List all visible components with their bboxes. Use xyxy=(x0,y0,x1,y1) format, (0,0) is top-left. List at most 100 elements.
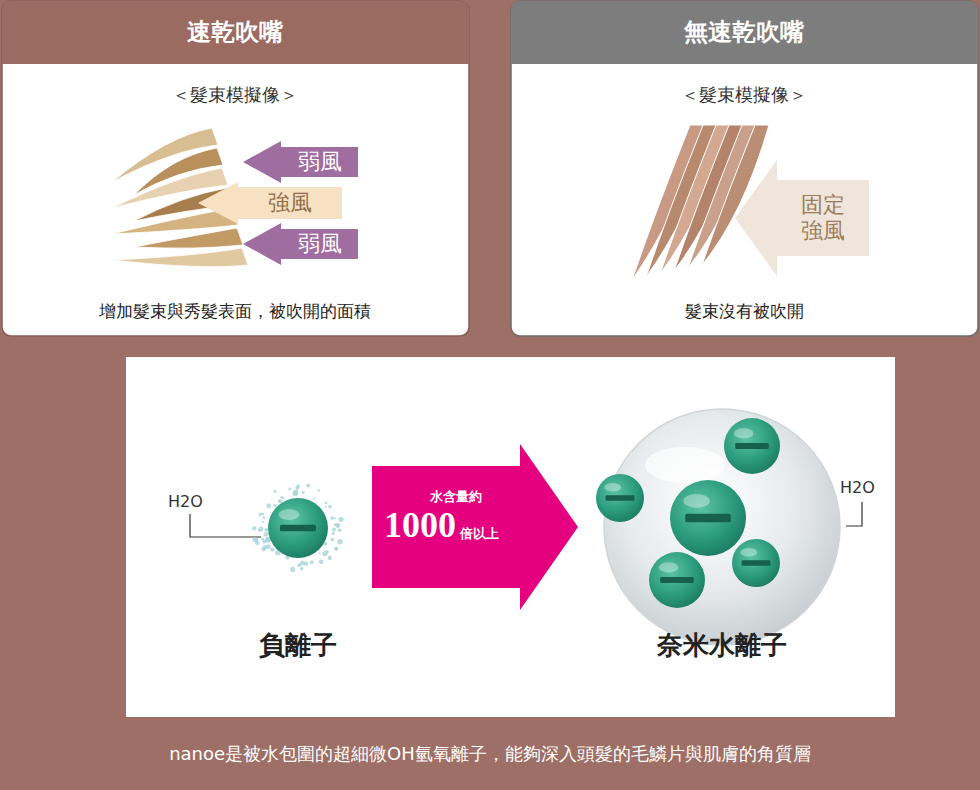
water-droplet xyxy=(331,532,334,535)
wind-arrow: 弱風 xyxy=(243,223,358,265)
water-droplet xyxy=(252,526,256,530)
hair-strands xyxy=(112,125,769,280)
leader-line xyxy=(190,514,261,537)
water-droplet xyxy=(324,543,327,546)
highlight xyxy=(740,548,757,557)
water-droplet xyxy=(334,517,336,519)
ion-name: 負離子 xyxy=(259,630,337,661)
subtitle: ＜髮束模擬像＞ xyxy=(681,84,807,106)
water-droplet xyxy=(300,567,303,570)
water-droplet xyxy=(338,528,342,532)
water-droplet xyxy=(330,516,334,520)
molecule-label: H2O xyxy=(840,478,875,497)
water-sphere xyxy=(604,409,840,645)
panel-body xyxy=(2,1,469,336)
water-droplet xyxy=(319,552,321,554)
hair-strand xyxy=(112,248,248,267)
water-droplet xyxy=(296,484,300,488)
panel-header xyxy=(2,1,469,64)
highlight xyxy=(645,447,725,483)
wind-arrow: 弱風 xyxy=(243,141,358,183)
water-droplet xyxy=(293,490,298,495)
water-ion xyxy=(732,539,780,587)
caption: nanoe是被水包圍的超細微OH氫氧離子，能夠深入頭髮的毛鱗片與肌膚的角質層 xyxy=(0,743,980,765)
water-ion xyxy=(670,480,746,556)
highlight xyxy=(683,494,710,508)
wind-arrow: 強風 xyxy=(198,182,342,224)
water-droplet xyxy=(290,567,295,572)
arrow-note: 水含量約 xyxy=(430,489,482,505)
hair-strand xyxy=(688,125,756,268)
arrow-shape xyxy=(198,182,342,224)
water-droplet xyxy=(300,568,302,570)
ion-name: 奈米水離子 xyxy=(657,630,787,661)
minus-sign xyxy=(280,525,316,532)
water-ion xyxy=(596,474,644,522)
water-droplet xyxy=(318,489,321,492)
water-droplet xyxy=(259,513,262,516)
highlight xyxy=(659,562,679,572)
water-droplet xyxy=(325,502,328,505)
minus-sign xyxy=(606,495,635,500)
highlight xyxy=(279,509,300,520)
panel-title: 無速乾吹嘴 xyxy=(684,18,804,47)
panel-header xyxy=(511,1,978,64)
figure-ground xyxy=(126,357,895,717)
panel: 固定 強風 無速乾吹嘴 ＜髮束模擬像＞ 髮束沒有被吹開 xyxy=(511,1,978,336)
water-droplet xyxy=(255,541,260,546)
water-droplet xyxy=(328,556,332,560)
wind-arrow: 固定 強風 xyxy=(735,160,869,276)
wind-label: 固定 強風 xyxy=(798,192,848,245)
water-droplet xyxy=(265,529,268,532)
water-droplet xyxy=(313,498,315,500)
water-droplet xyxy=(300,560,305,565)
water-droplet xyxy=(325,506,327,508)
minus-sign xyxy=(735,443,769,449)
hair-strand xyxy=(134,228,243,248)
water-droplet xyxy=(274,490,277,493)
water-droplet xyxy=(282,497,285,500)
water-droplet xyxy=(262,521,264,523)
water-droplet xyxy=(335,548,338,551)
water-droplet xyxy=(334,546,338,550)
panel-note: 髮束沒有被吹開 xyxy=(685,301,804,321)
ratio-number: 1000 xyxy=(384,504,456,547)
water-droplet xyxy=(337,539,342,544)
wind-label: 弱風 xyxy=(298,149,342,175)
water-ion xyxy=(268,498,328,558)
leader-line xyxy=(846,502,862,526)
water-droplet xyxy=(330,538,334,542)
water-droplet xyxy=(263,545,268,550)
ion-node: 負離子 xyxy=(240,490,356,670)
subtitle: ＜髮束模擬像＞ xyxy=(172,84,298,106)
water-droplet xyxy=(270,547,274,551)
water-droplet xyxy=(266,504,271,509)
arrow-note: 倍以上 xyxy=(460,526,499,542)
arrow-shape xyxy=(735,160,869,276)
nanoe-node: 奈米水離子 xyxy=(600,405,844,670)
minus-sign xyxy=(742,560,771,565)
highlight xyxy=(734,428,754,438)
water-droplet xyxy=(278,500,281,503)
minus-sign xyxy=(660,577,694,583)
panel-title: 速乾吹嘴 xyxy=(187,18,283,47)
water-droplet xyxy=(306,483,310,487)
arrow-shape xyxy=(243,141,358,183)
wind-label: 弱風 xyxy=(298,231,342,257)
water-droplet xyxy=(288,487,291,490)
water-droplet xyxy=(337,524,340,527)
panel: 弱風強風弱風速乾吹嘴＜髮束模擬像＞增加髮束與秀髮表面，被吹開的面積 xyxy=(2,1,469,336)
wind-label: 強風 xyxy=(268,190,312,216)
water-droplet xyxy=(328,505,332,509)
water-droplet xyxy=(310,560,314,564)
arrow-shape xyxy=(372,444,578,610)
water-droplet xyxy=(302,491,305,494)
water-droplet xyxy=(262,513,265,516)
water-droplet xyxy=(335,523,340,528)
water-droplet xyxy=(273,504,276,507)
water-droplet xyxy=(325,550,328,553)
water-droplet xyxy=(319,559,324,564)
panel-body xyxy=(511,1,978,336)
